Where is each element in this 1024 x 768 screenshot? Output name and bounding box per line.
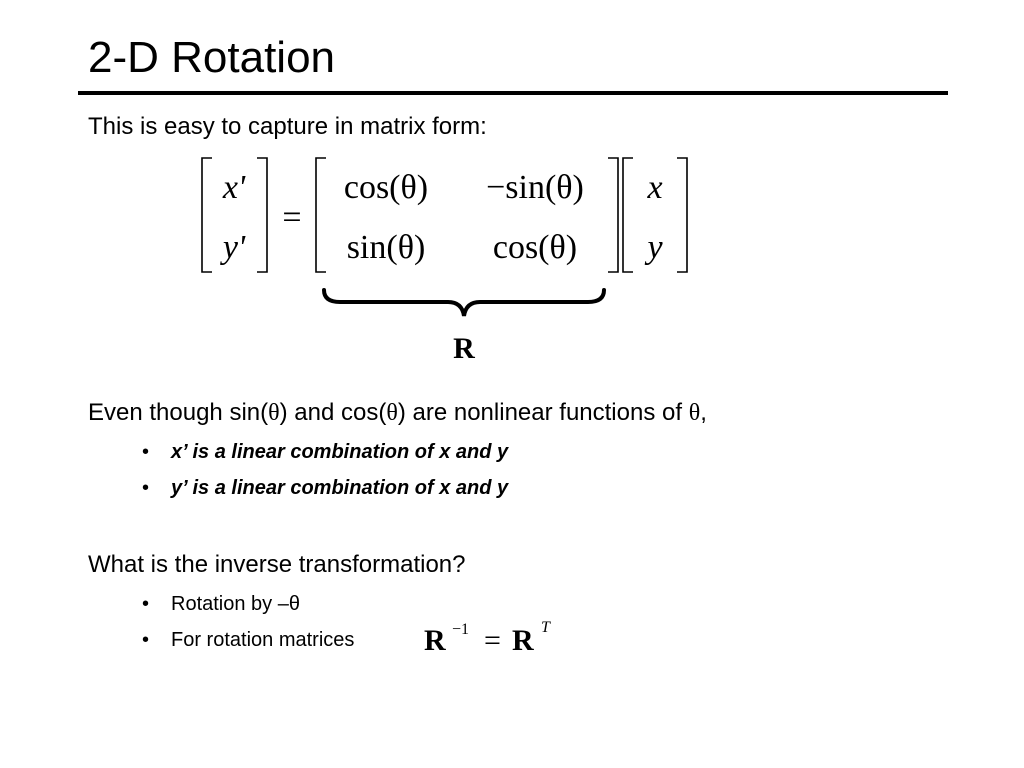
bullet-rotation-matrices: For rotation matrices bbox=[171, 629, 355, 651]
nonlinear-suffix: ) are nonlinear functions of bbox=[397, 399, 689, 426]
theta-symbol: θ bbox=[386, 400, 398, 426]
theta-symbol: θ bbox=[688, 400, 701, 426]
matrix-left-bracket bbox=[315, 157, 326, 273]
nonlinear-mid: ) and cos( bbox=[279, 399, 387, 426]
eq-r-inverse-base: R bbox=[424, 624, 446, 657]
nonlinear-prefix: Even though sin( bbox=[88, 399, 269, 426]
matrix-right-bracket bbox=[608, 157, 619, 273]
comma: , bbox=[700, 399, 707, 426]
bullet-marker: • bbox=[142, 477, 150, 499]
rotation-matrix-equation: x' y' = cos(θ) −sin(θ) sin(θ) cos(θ) x y… bbox=[201, 157, 688, 365]
rhs-x: x bbox=[646, 169, 662, 206]
bullet-marker: • bbox=[142, 441, 150, 463]
rhs-y: y bbox=[644, 229, 663, 266]
eq-equals: = bbox=[484, 624, 501, 657]
matrix-r12: −sin(θ) bbox=[486, 169, 584, 206]
eq-r-transpose-base: R bbox=[512, 624, 534, 657]
matrix-label-r: R bbox=[453, 332, 475, 365]
matrix-r22: cos(θ) bbox=[493, 229, 577, 266]
lhs-y-prime: y' bbox=[220, 229, 246, 266]
eq-r-transpose-sup: T bbox=[541, 619, 551, 636]
nonlinear-statement: Even though sin(θ) and cos(θ) are nonlin… bbox=[88, 398, 707, 428]
eq-r-inverse-sup: −1 bbox=[452, 621, 469, 638]
lhs-left-bracket bbox=[201, 157, 212, 273]
intro-text: This is easy to capture in matrix form: bbox=[88, 113, 487, 140]
bullet-linear-y: y’ is a linear combination of x and y bbox=[171, 477, 509, 499]
rhs-right-bracket bbox=[677, 157, 688, 273]
matrix-r11: cos(θ) bbox=[344, 169, 428, 206]
bullet-linear-x: x’ is a linear combination of x and y bbox=[171, 441, 509, 463]
lhs-right-bracket bbox=[257, 157, 268, 273]
bullet-marker: • bbox=[142, 593, 150, 615]
title-underline bbox=[78, 91, 948, 95]
equals-sign: = bbox=[282, 199, 301, 236]
bullet-rotation-by: Rotation by –θ bbox=[171, 593, 300, 615]
bullet-marker: • bbox=[142, 629, 150, 651]
matrix-r21: sin(θ) bbox=[347, 229, 426, 266]
inverse-equals-transpose-equation: R −1 = R T bbox=[424, 619, 551, 657]
rhs-left-bracket bbox=[622, 157, 633, 273]
theta-symbol: θ bbox=[268, 400, 280, 426]
underbrace bbox=[322, 288, 606, 317]
slide-title: 2-D Rotation bbox=[88, 33, 336, 82]
lhs-x-prime: x' bbox=[222, 169, 246, 206]
inverse-question: What is the inverse transformation? bbox=[88, 551, 466, 578]
